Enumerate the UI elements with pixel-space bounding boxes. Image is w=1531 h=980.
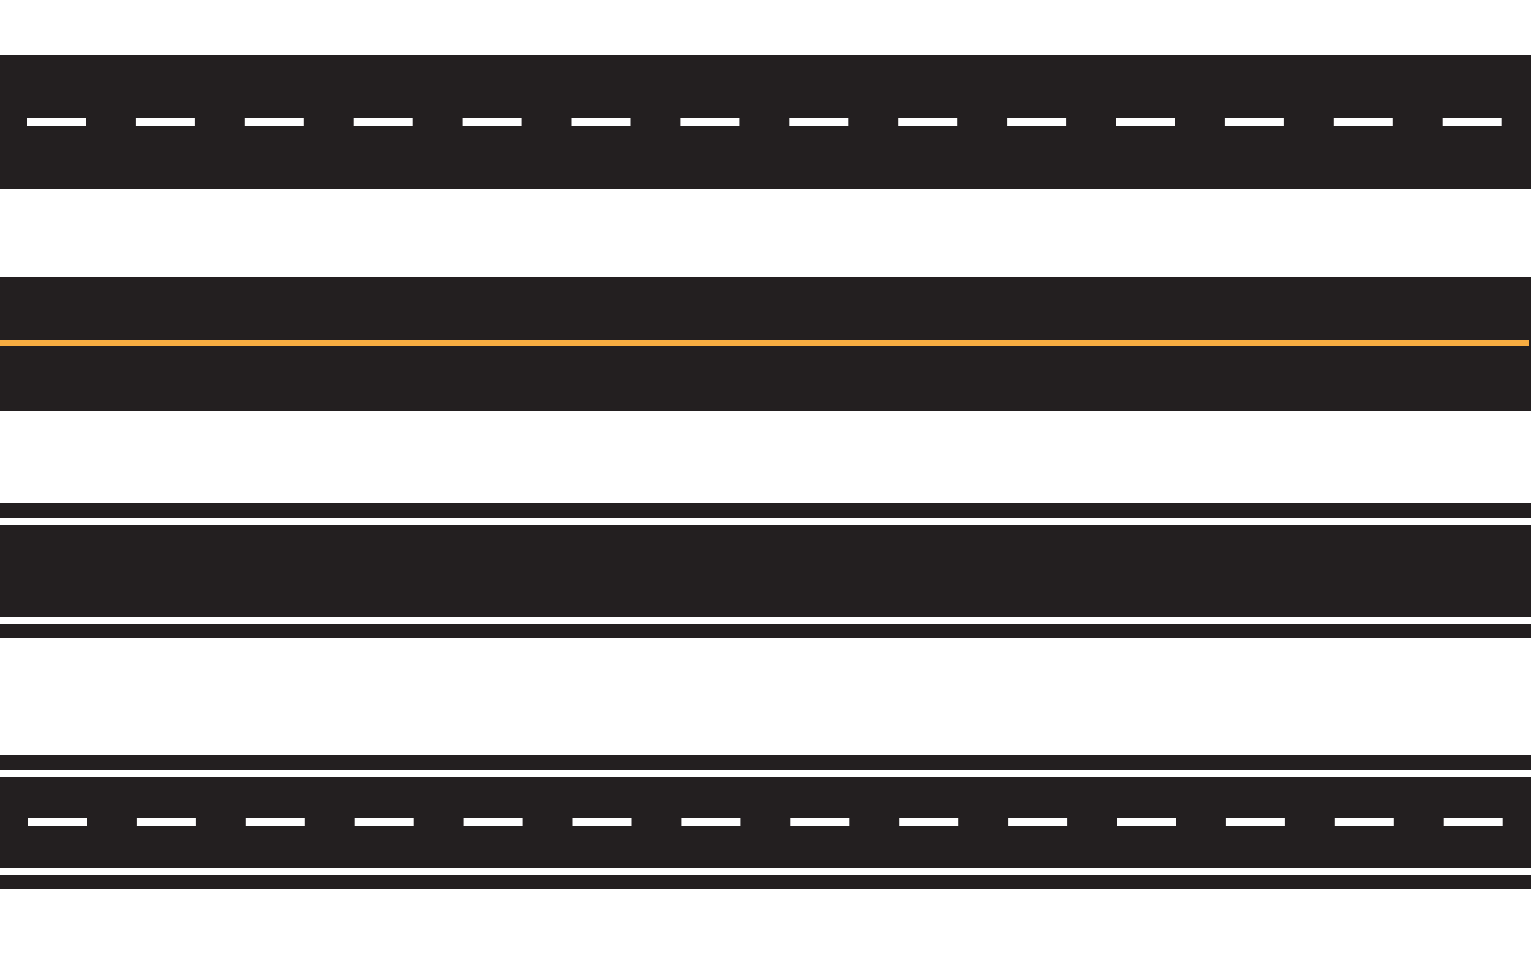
- center-dash: [353, 118, 413, 126]
- center-dash: [1116, 118, 1175, 126]
- center-dash: [1442, 118, 1502, 126]
- center-dash: [354, 818, 414, 826]
- center-dash: [571, 118, 631, 126]
- road-double-edge-lines: [0, 503, 1531, 638]
- center-dash: [245, 818, 305, 826]
- asphalt-top-strip: [0, 755, 1531, 770]
- center-dash: [136, 818, 196, 826]
- yellow-center-line: [0, 340, 1529, 346]
- asphalt-bottom-strip: [0, 875, 1531, 889]
- center-dash: [27, 118, 86, 126]
- center-dash: [572, 818, 632, 826]
- road-dashed-center-with-edges: [0, 755, 1531, 889]
- center-dash-line: [27, 118, 1502, 126]
- center-dash: [135, 118, 195, 126]
- road-solid-yellow-center: [0, 277, 1531, 411]
- road-dashed-center: [0, 55, 1531, 189]
- center-dash: [680, 118, 740, 126]
- center-dash: [1334, 818, 1394, 826]
- center-dash: [681, 818, 741, 826]
- asphalt-main: [0, 525, 1531, 617]
- center-dash: [463, 818, 523, 826]
- center-dash: [899, 818, 959, 826]
- center-dash: [789, 118, 849, 126]
- center-dash: [790, 818, 850, 826]
- center-dash: [244, 118, 304, 126]
- asphalt-top-strip: [0, 503, 1531, 518]
- center-dash: [28, 818, 87, 826]
- center-dash: [462, 118, 522, 126]
- asphalt-main: [0, 777, 1531, 868]
- center-dash: [1008, 818, 1068, 826]
- center-dash: [1333, 118, 1393, 126]
- center-dash: [1224, 118, 1284, 126]
- center-dash: [1225, 818, 1285, 826]
- center-dash: [898, 118, 958, 126]
- asphalt: [0, 55, 1531, 189]
- center-dash: [1007, 118, 1067, 126]
- center-dash-line: [28, 818, 1503, 826]
- center-dash: [1443, 818, 1503, 826]
- asphalt-bottom-strip: [0, 624, 1531, 638]
- center-dash: [1117, 818, 1176, 826]
